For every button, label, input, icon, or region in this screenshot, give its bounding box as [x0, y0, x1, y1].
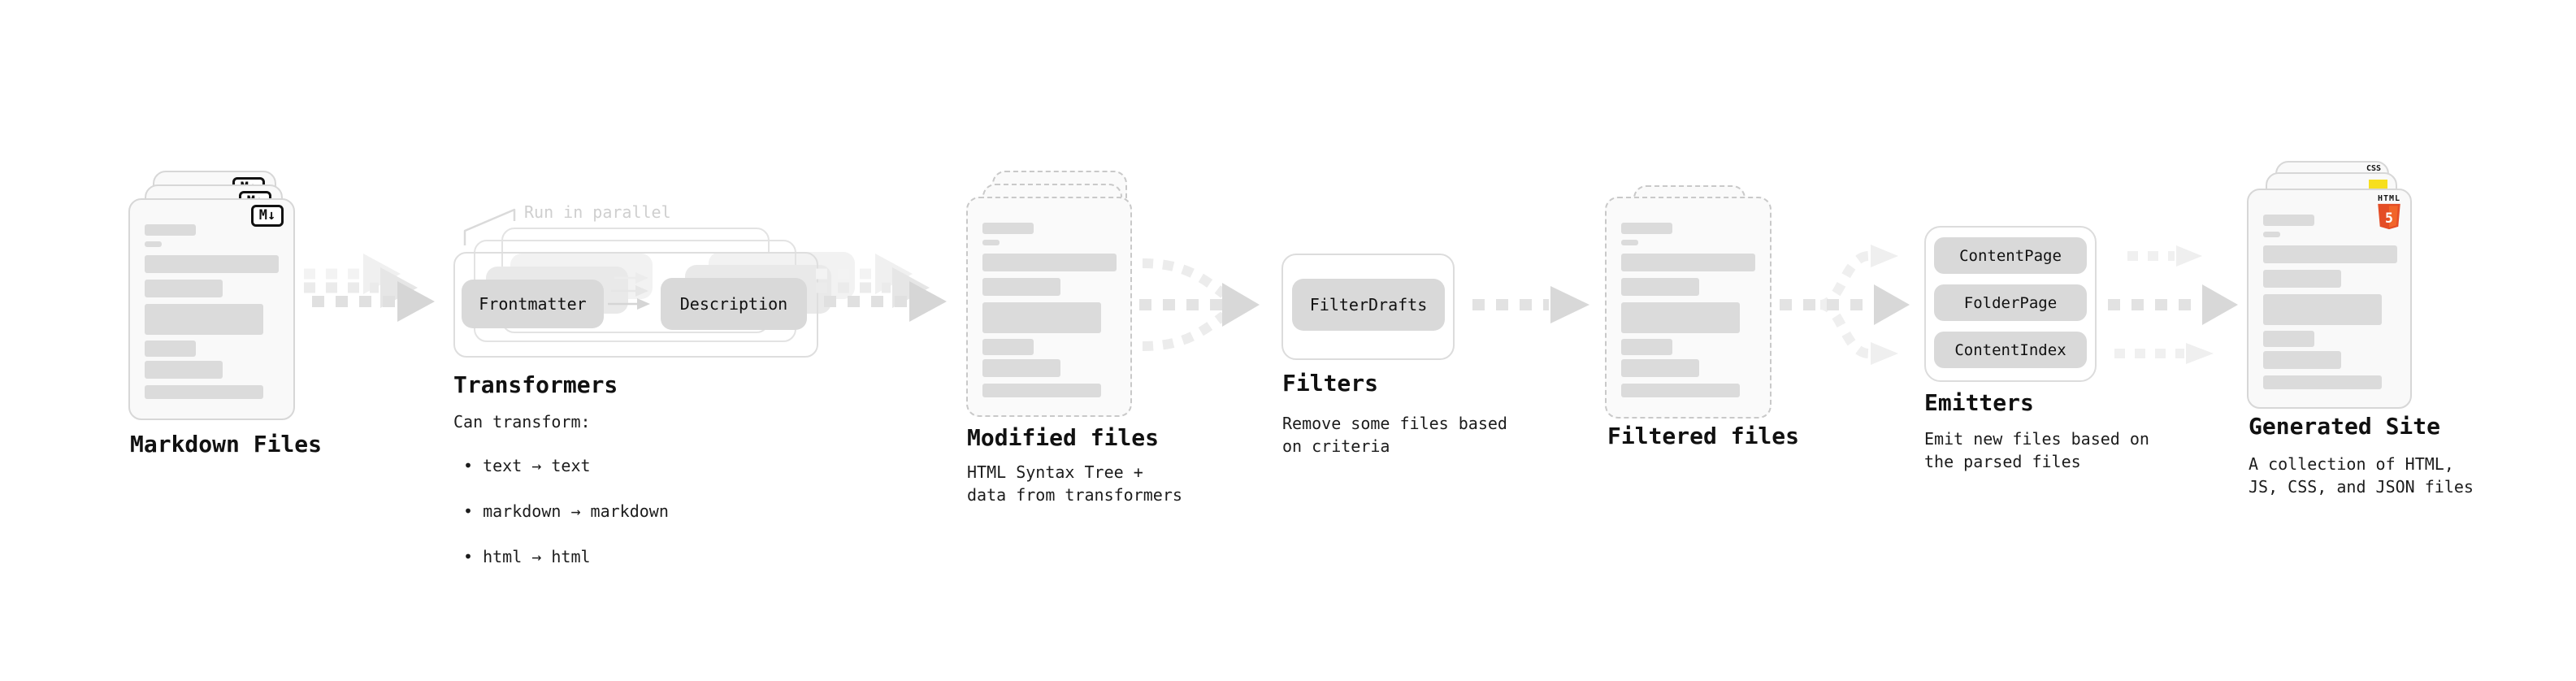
- filters-description: Remove some files based on criteria: [1282, 414, 1507, 456]
- bullet-item: • text → text: [463, 456, 591, 475]
- text-line-bar: [2263, 351, 2341, 369]
- css-badge-text: CSS: [2366, 164, 2381, 173]
- text-line-bar: [982, 240, 1000, 245]
- parallel-arrows-icon: [608, 272, 650, 310]
- text-line-bar: [982, 302, 1101, 333]
- flow-arrow-markdown-to-transformers: [304, 254, 435, 322]
- flow-arrow-filters-to-filtered: [1472, 286, 1589, 323]
- text-line-bar: [1621, 359, 1699, 377]
- file-card-front: M↓: [128, 198, 295, 420]
- emitter-pill-folderpage: FolderPage: [1934, 284, 2087, 321]
- text-line-bar: [1621, 278, 1699, 296]
- text-line-bar: [982, 254, 1117, 271]
- run-in-parallel-note: Run in parallel: [524, 202, 671, 222]
- text-line-bar: [145, 340, 196, 357]
- file-card-front: [1605, 197, 1772, 419]
- text-line-bar: [145, 255, 279, 273]
- text-line-bar: [1621, 223, 1672, 234]
- text-line-bar: [145, 361, 223, 379]
- generated-site-description: A collection of HTML, JS, CSS, and JSON …: [2249, 454, 2474, 497]
- text-line-bar: [982, 384, 1101, 397]
- stage-label-transformers: Transformers: [453, 371, 618, 398]
- flow-arrow-filtered-to-emitters: [1780, 245, 1910, 365]
- text-line-bar: [982, 339, 1034, 355]
- html5-word: HTML: [2377, 194, 2401, 203]
- generated-site-stack: CSS HTML 5: [2247, 161, 2442, 421]
- transformers-description-title: Can transform:: [453, 412, 591, 432]
- transformer-box-front: [453, 252, 818, 358]
- text-line-bar: [2263, 375, 2382, 389]
- file-card-front-html: HTML 5: [2247, 189, 2412, 409]
- document-text-bars: [1621, 223, 1755, 397]
- stage-label-emitters: Emitters: [1924, 389, 2034, 416]
- text-line-bar: [2263, 215, 2314, 226]
- js-icon: [2369, 180, 2387, 190]
- text-line-bar: [1621, 384, 1740, 397]
- flow-arrow-transformers-to-modified: [816, 254, 947, 322]
- document-text-bars: [982, 223, 1117, 397]
- filter-pill-filterdrafts: FilterDrafts: [1292, 279, 1445, 331]
- transformers-bullet-list: • text → text • markdown → markdown • ht…: [463, 432, 669, 591]
- modified-file-stack: [966, 171, 1145, 431]
- text-line-bar: [1621, 339, 1672, 355]
- html5-shield: 5: [2378, 203, 2400, 230]
- stage-label-filtered-files: Filtered files: [1607, 423, 1800, 449]
- text-line-bar: [145, 241, 162, 247]
- transformer-pill-frontmatter: Frontmatter: [462, 280, 604, 328]
- text-line-bar: [2263, 232, 2280, 237]
- bullet-item: • html → html: [463, 547, 591, 566]
- stage-label-generated-site: Generated Site: [2249, 413, 2441, 440]
- text-line-bar: [982, 223, 1034, 234]
- flow-arrow-modified-to-filters: [1139, 258, 1260, 351]
- emitter-pill-contentpage: ContentPage: [1934, 237, 2087, 274]
- document-text-bars: [145, 224, 279, 399]
- text-line-bar: [145, 304, 263, 335]
- modified-files-description: HTML Syntax Tree + data from transformer…: [967, 462, 1182, 505]
- text-line-bar: [145, 280, 223, 297]
- emitter-pill-contentindex: ContentIndex: [1934, 332, 2087, 368]
- stage-label-filters: Filters: [1282, 370, 1379, 397]
- markdown-icon: M↓: [251, 205, 284, 227]
- text-line-bar: [2263, 331, 2314, 347]
- text-line-bar: [982, 359, 1060, 377]
- flow-arrow-emitters-to-site: [2108, 245, 2238, 364]
- run-in-parallel-leader-line: [463, 208, 516, 245]
- svg-text:5: 5: [2385, 210, 2393, 226]
- bullet-item: • markdown → markdown: [463, 501, 669, 521]
- text-line-bar: [145, 385, 263, 399]
- emitters-description: Emit new files based on the parsed files: [1924, 429, 2149, 471]
- text-line-bar: [2263, 294, 2382, 325]
- html5-icon: HTML 5: [2377, 194, 2401, 233]
- text-line-bar: [1621, 302, 1740, 333]
- transformer-pill-description: Description: [661, 278, 807, 330]
- stage-label-modified-files: Modified files: [967, 424, 1160, 451]
- document-text-bars: [2263, 215, 2397, 389]
- text-line-bar: [1621, 254, 1755, 271]
- stage-label-markdown-files: Markdown Files: [130, 431, 323, 458]
- text-line-bar: [2263, 270, 2341, 288]
- file-card-front: [966, 197, 1132, 417]
- text-line-bar: [982, 278, 1060, 296]
- markdown-file-stack: M↓ M↓ M↓: [128, 171, 323, 431]
- text-line-bar: [145, 224, 196, 236]
- text-line-bar: [1621, 240, 1638, 245]
- text-line-bar: [2263, 245, 2397, 263]
- filtered-file-stack: [1605, 185, 1784, 429]
